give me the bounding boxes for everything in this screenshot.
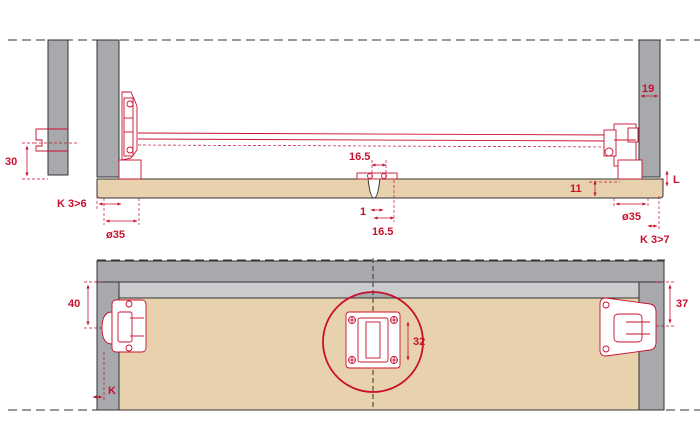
cabinet-wall-left	[96, 39, 120, 178]
door-center-gap	[367, 177, 381, 199]
dimension-label-40: 40	[68, 298, 80, 310]
dimension-label-11: 11	[570, 183, 582, 195]
dimension-label-k-left: K 3>6	[57, 198, 87, 210]
dimension-label-32: 32	[413, 336, 425, 348]
cabinet-wall-right	[638, 39, 661, 178]
cabinet-top-rail	[96, 260, 665, 283]
dimension-label-16-5-top: 16.5	[349, 151, 370, 163]
dimension-label-30: 30	[5, 156, 17, 168]
side-panel-left	[47, 39, 69, 176]
hinge-assembly-left	[118, 91, 142, 180]
detail-circle	[322, 291, 424, 393]
dimension-label-16-5-bottom: 16.5	[372, 226, 393, 238]
hinge-assembly-right	[603, 123, 643, 180]
front-view: 40 37 32 K	[8, 258, 700, 411]
dimension-label-19: 19	[642, 83, 654, 95]
dimension-label-1: 1	[360, 206, 366, 218]
dimension-label-k-front: K	[108, 385, 116, 397]
mounting-plate-right	[599, 297, 657, 357]
dimension-label-dia35-right: ø35	[622, 211, 641, 223]
center-hinge	[356, 172, 398, 180]
hinge-arm	[137, 132, 613, 148]
top-view: 30 19 16.5 L 11 K 3>6 1 16.5 ø35	[5, 39, 700, 246]
dimension-label-dia35-left: ø35	[106, 229, 125, 241]
dimension-label-37: 37	[676, 298, 688, 310]
dimension-label-k-right: K 3>7	[640, 234, 670, 246]
dimension-label-l: L	[673, 174, 680, 186]
hinge-cup-left	[101, 299, 147, 353]
center-hinge-detail	[322, 291, 424, 393]
